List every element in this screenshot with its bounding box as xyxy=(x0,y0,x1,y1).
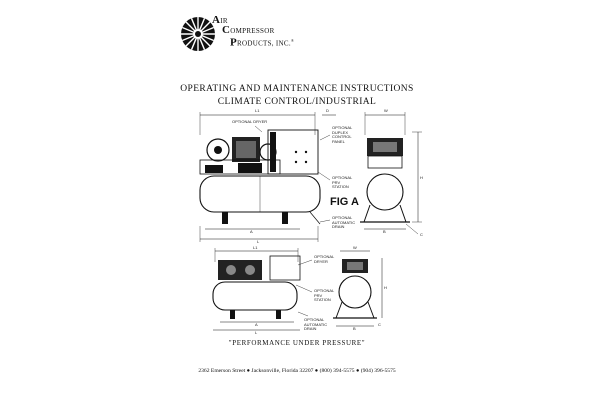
company-address: 2362 Emerson Street ● Jacksonville, Flor… xyxy=(198,368,396,374)
logo-initial-p: P xyxy=(230,36,238,49)
fig-a-dim-l1: L1 xyxy=(255,108,260,113)
fig-a-end-view xyxy=(360,112,422,235)
document-title-line2: CLIMATE CONTROL/INDUSTRIAL xyxy=(217,97,377,107)
fig-b-callout-dryer: OPTIONAL DRYER xyxy=(314,254,335,264)
fig-b-dim-w: W xyxy=(353,245,357,250)
fig-b-end-view xyxy=(333,250,383,327)
logo-word-air: IR xyxy=(220,17,228,25)
fig-a-callout-prv: OPTIONAL PRV STATION xyxy=(332,175,353,190)
fig-a-dim-w: W xyxy=(384,108,388,113)
fig-a-dim-d: D xyxy=(326,108,329,113)
fig-b-dim-b: B xyxy=(353,326,356,331)
fig-b-dim-a: A xyxy=(255,322,258,327)
company-tagline: "PERFORMANCE UNDER PRESSURE" xyxy=(228,339,366,347)
fig-b-dim-h: H xyxy=(384,285,387,290)
logo-initial-c: C xyxy=(222,24,231,36)
compressor-wheel-logo-icon xyxy=(181,17,215,51)
logo-initial-a: A xyxy=(212,14,221,26)
fig-a-dim-h: H xyxy=(420,175,423,180)
logo-wordmark: AIR COMPRESSOR PRODUCTS, INC.® xyxy=(212,14,322,49)
fig-a-dim-b: B xyxy=(383,229,386,234)
fig-b-dim-c: C xyxy=(378,322,381,327)
fig-a-callout-duplex: OPTIONAL DUPLEX CONTROL PANEL xyxy=(332,125,353,144)
fig-a-callout-drain: OPTIONAL AUTOMATIC DRAIN xyxy=(332,215,356,230)
logo-word-products: RODUCTS, INC. xyxy=(237,39,291,48)
fig-a-side-view xyxy=(199,112,336,242)
fig-b-side-view xyxy=(212,248,313,331)
fig-a-callout-dryer: OPTIONAL DRYER xyxy=(232,119,268,124)
fig-b-dim-l: L xyxy=(255,330,258,335)
logo-word-compressor: OMPRESSOR xyxy=(230,27,275,35)
registered-mark: ® xyxy=(290,38,295,43)
fig-b-dim-l1: L1 xyxy=(253,245,258,250)
fig-a-dim-l: L xyxy=(257,239,260,244)
fig-a-dim-c: C xyxy=(420,232,423,237)
fig-b-callout-drain: OPTIONAL AUTOMATIC DRAIN xyxy=(304,317,328,332)
fig-a-label: FIG A xyxy=(330,196,359,208)
document-title-line1: OPERATING AND MAINTENANCE INSTRUCTIONS xyxy=(180,84,414,94)
company-logo xyxy=(178,14,318,58)
fig-b-callout-prv: OPTIONAL PRV STATION xyxy=(314,288,335,303)
fig-a-dim-a: A xyxy=(250,229,253,234)
